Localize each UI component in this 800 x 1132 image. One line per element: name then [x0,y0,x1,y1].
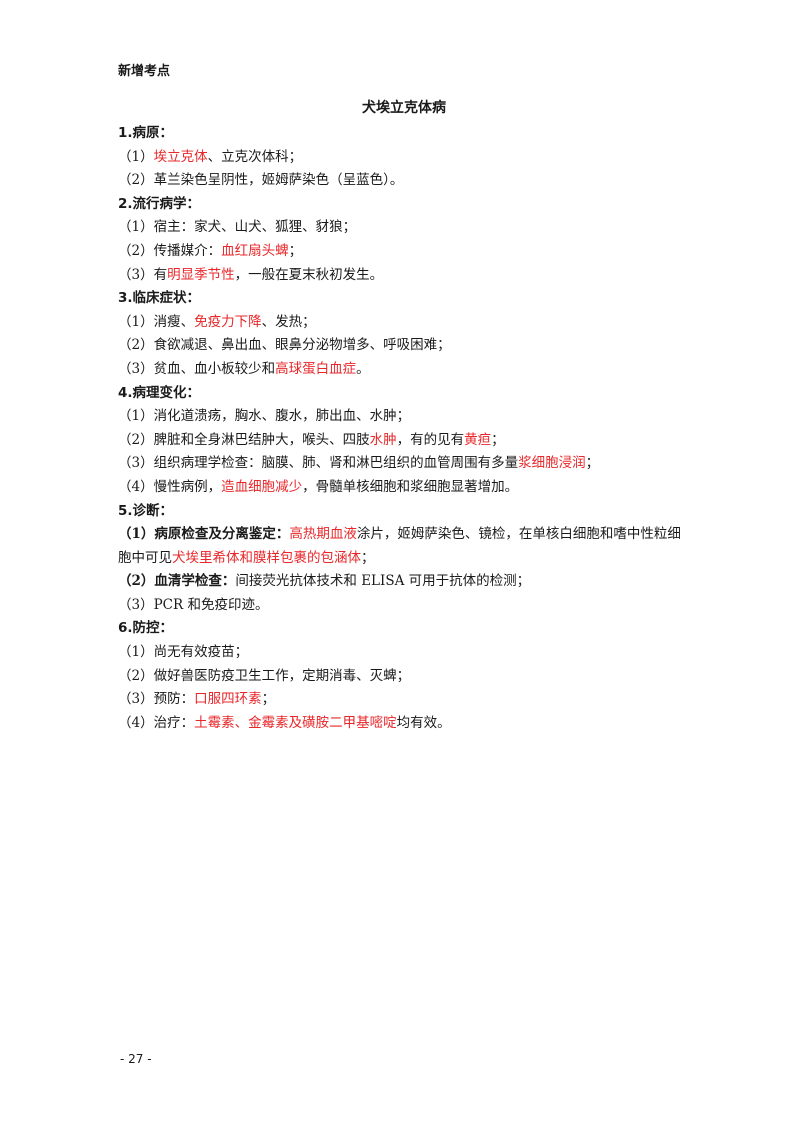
text-segment: （3）组织病理学检查：脑膜、肺、肾和淋巴组织的血管周围有多量 [118,455,519,472]
text-line: （1）埃立克体、立克次体科； [118,146,690,170]
text-line: （1）宿主：家犬、山犬、狐狸、豺狼； [118,216,690,240]
page-number: - 27 - [120,1052,152,1066]
highlighted-term: 高热期血液 [289,526,357,543]
text-segment: （2）传播媒介： [118,242,222,259]
text-segment: 3.临床症状： [118,290,201,307]
text-segment: 均有效。 [396,714,451,731]
text-segment: ； [288,242,303,259]
text-segment: （4）慢性病例， [118,478,222,495]
text-line: （2）脾脏和全身淋巴结肿大，喉头、四肢水肿，有的见有黄疸； [118,429,690,453]
highlighted-term: 犬埃里希体和膜样包裹的包涵体 [172,549,361,566]
section-heading: 4.病理变化： [118,382,690,406]
content-area: 犬埃立克体病 1.病原： （1）埃立克体、立克次体科； （2）革兰染色呈阴性，姬姆萨… [118,96,690,735]
text-line: （4）慢性病例，造血细胞减少，骨髓单核细胞和浆细胞显著增加。 [118,476,690,500]
bold-label: （2）血清学检查： [118,573,236,590]
text-segment: ； [361,549,375,566]
text-segment: 。 [356,360,370,377]
highlighted-term: 高球蛋白血症 [275,360,357,377]
text-segment: （2）做好兽医防疫卫生工作，定期消毒、灭蜱； [118,667,411,684]
text-line: （4）治疗：土霉素、金霉素及磺胺二甲基嘧啶均有效。 [118,712,690,736]
text-segment: 涂片，姬姆萨染色、镜检，在单核白细胞和嗜中性粒细胞中可见 [118,526,681,566]
text-segment: ，有的见有 [396,431,465,448]
text-line: （2）血清学检查：间接荧光抗体技术和 ELISA 可用于抗体的检测； [118,570,690,594]
text-segment: （3）预防： [118,691,195,708]
highlighted-term: 埃立克体 [153,148,208,165]
bold-label: （1）病原检查及分离鉴定： [118,526,290,543]
page-title: 犬埃立克体病 [362,100,446,116]
text-segment: 、立克次体科； [207,148,303,165]
text-segment: 6.防控： [118,620,174,637]
text-line: （2）做好兽医防疫卫生工作，定期消毒、灭蜱； [118,665,690,689]
section-heading: 3.临床症状： [118,287,690,311]
text-line: （1）消瘦、免疫力下降、发热； [118,311,690,335]
text-segment: ，一般在夏末秋初发生。 [234,266,384,283]
text-segment: ，骨髓单核细胞和浆细胞显著增加。 [302,478,519,495]
text-segment: （2）革兰染色呈阴性，姬姆萨染色（呈蓝色）。 [118,172,404,189]
highlighted-term: 明显季节性 [167,266,235,283]
text-line: （2）食欲减退、鼻出血、眼鼻分泌物增多、呼吸困难； [118,334,690,358]
text-segment: （1） [118,148,154,165]
highlighted-term: 造血细胞减少 [221,478,303,495]
text-segment: ； [585,455,600,472]
text-segment: （3）贫血、血小板较少和 [118,360,276,377]
text-segment: （2）食欲减退、鼻出血、眼鼻分泌物增多、呼吸困难； [118,337,451,354]
highlighted-term: 浆细胞浸润 [518,455,586,472]
text-segment: ； [261,691,276,708]
body-lines: 1.病原： （1）埃立克体、立克次体科； （2）革兰染色呈阴性，姬姆萨染色（呈蓝色）… [118,122,690,735]
text-line: （1）病原检查及分离鉴定：高热期血液涂片，姬姆萨染色、镜检，在单核白细胞和嗜中性… [118,523,690,570]
text-segment: 4.病理变化： [118,384,201,401]
highlighted-term: 免疫力下降 [194,313,262,330]
text-line: （3）PCR 和免疫印迹。 [118,594,690,618]
highlighted-term: 水肿 [369,431,397,448]
section-heading: 1.病原： [118,122,690,146]
text-segment: （3）PCR 和免疫印迹。 [118,596,269,613]
text-line: （1）尚无有效疫苗； [118,641,690,665]
section-heading: 5.诊断： [118,500,690,524]
text-segment: 1.病原： [118,125,174,141]
text-line: （2）革兰染色呈阴性，姬姆萨染色（呈蓝色）。 [118,169,690,193]
text-line: （3）有明显季节性，一般在夏末秋初发生。 [118,264,690,288]
highlighted-term: 血红扇头蜱 [221,242,289,259]
text-line: （3）组织病理学检查：脑膜、肺、肾和淋巴组织的血管周围有多量浆细胞浸润； [118,452,690,476]
text-segment: （1）消瘦、 [118,313,195,330]
header-tag: 新增考点 [118,64,171,79]
text-segment: （3）有 [118,266,168,283]
text-line: （3）贫血、血小板较少和高球蛋白血症。 [118,358,690,382]
text-segment: 间接荧光抗体技术和 ELISA 可用于抗体的检测； [235,573,531,590]
highlighted-term: 土霉素、金霉素及磺胺二甲基嘧啶 [194,714,397,731]
text-segment: （2）脾脏和全身淋巴结肿大，喉头、四肢 [118,431,370,448]
text-segment: 、发热； [261,313,316,330]
text-segment: （1）消化道溃疡，胸水、腹水，肺出血、水肿； [118,408,411,425]
text-line: （3）预防：口服四环素； [118,688,690,712]
text-segment: 2.流行病学： [118,195,201,212]
text-segment: ； [491,431,505,448]
text-line: （1）消化道溃疡，胸水、腹水，肺出血、水肿； [118,405,690,429]
highlighted-term: 黄疸 [464,431,492,448]
text-line: （2）传播媒介：血红扇头蜱； [118,240,690,264]
section-heading: 2.流行病学： [118,193,690,217]
highlighted-term: 口服四环素 [194,691,262,708]
text-segment: （1）宿主：家犬、山犬、狐狸、豺狼； [118,219,357,236]
text-segment: 5.诊断： [118,502,174,519]
text-segment: （4）治疗： [118,714,195,731]
section-heading: 6.防控： [118,617,690,641]
text-segment: （1）尚无有效疫苗； [118,644,249,661]
